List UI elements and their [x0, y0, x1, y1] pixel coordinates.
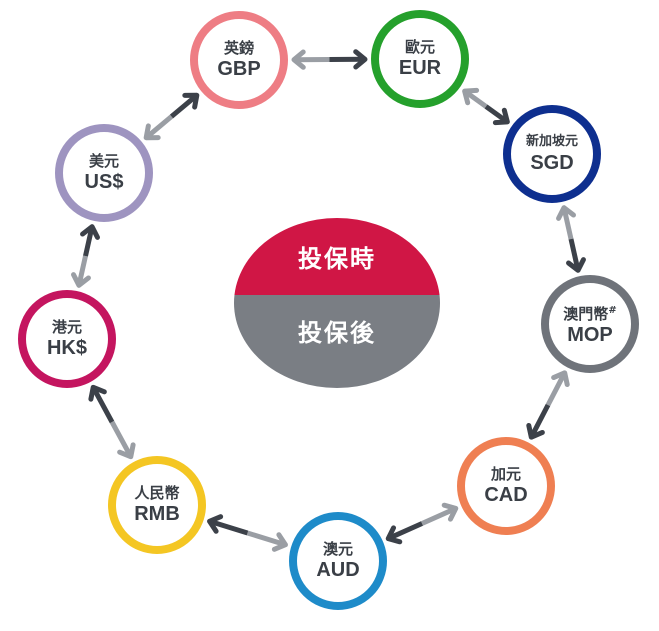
currency-code-label: SGD	[530, 152, 574, 174]
arrowhead	[551, 370, 570, 388]
currency-zh-label: 英鎊	[223, 39, 254, 57]
currency-zh-label: 人民幣	[134, 484, 180, 502]
arrowhead	[182, 92, 200, 110]
arrowhead	[117, 442, 136, 460]
arrowhead	[88, 384, 107, 402]
arrowhead	[462, 87, 480, 106]
currency-node-gbp: 英鎊 GBP	[190, 11, 288, 109]
currency-zh-text: 澳門幣	[563, 304, 609, 323]
arrow-shaft	[420, 506, 457, 526]
arrowhead	[207, 514, 224, 534]
arrow-shaft	[387, 521, 424, 541]
center-top-half: 投保時	[234, 218, 440, 295]
currency-node-rmb: 人民幣 RMB	[108, 456, 206, 554]
currency-zh-label: 歐元	[404, 38, 435, 56]
currency-zh-label: 新加坡元	[525, 134, 578, 149]
arrowhead	[80, 224, 100, 240]
currency-zh-label: 港元	[51, 318, 82, 336]
currency-node-eur: 歐元 EUR	[371, 10, 469, 108]
arrowhead	[441, 502, 459, 522]
arrow-shaft	[529, 403, 551, 439]
arrowhead	[353, 49, 368, 70]
arrow-shaft	[109, 420, 133, 458]
currency-node-mop: 澳門幣# MOP	[541, 275, 639, 373]
currency-code-label: MOP	[567, 323, 613, 346]
arrow-shaft	[144, 114, 174, 140]
arrowhead	[71, 272, 91, 288]
arrow-shaft	[561, 207, 574, 240]
center-circle: 投保時 投保後	[234, 218, 440, 388]
currency-code-label: EUR	[398, 57, 442, 79]
footnote-mark: #	[608, 304, 617, 316]
currency-node-aud: 澳元 AUD	[289, 512, 387, 610]
currency-zh-label: 美元	[88, 152, 119, 170]
arrow-shaft	[169, 93, 199, 119]
currency-node-sgd: 新加坡元 SGD	[503, 105, 601, 203]
currency-code-label: AUD	[316, 559, 360, 581]
arrow-shaft	[463, 89, 488, 109]
arrow-shaft	[246, 530, 287, 548]
arrowhead	[526, 422, 545, 440]
currency-code-label: RMB	[134, 503, 180, 525]
currency-zh-label: 澳門幣#	[563, 302, 616, 323]
currency-node-hkd: 港元 HK$	[18, 290, 116, 388]
currency-code-label: US$	[84, 171, 124, 193]
arrowhead	[556, 205, 576, 221]
arrow-shaft	[83, 226, 95, 257]
center-bottom-label: 投保後	[298, 319, 376, 347]
arrow-shaft	[208, 518, 249, 536]
currency-node-cad: 加元 CAD	[457, 437, 555, 535]
currency-zh-label: 澳元	[322, 540, 353, 558]
arrow-shaft	[76, 255, 88, 286]
arrow-shaft	[484, 104, 509, 124]
currency-code-label: CAD	[484, 484, 528, 506]
arrow-shaft	[568, 238, 581, 271]
center-bottom-half: 投保後	[234, 295, 440, 388]
currency-node-usd: 美元 US$	[55, 124, 153, 222]
arrow-shaft	[91, 386, 115, 424]
currency-code-label: GBP	[217, 58, 261, 80]
arrowhead	[271, 532, 288, 552]
currency-code-label: HK$	[46, 337, 87, 359]
arrowhead	[143, 123, 161, 141]
arrow-shaft	[545, 371, 567, 407]
arrowhead	[566, 257, 586, 273]
arrowhead	[492, 107, 510, 126]
arrowhead	[385, 525, 403, 545]
center-top-label: 投保時	[298, 245, 376, 273]
currency-zh-label: 加元	[490, 465, 521, 483]
arrowhead	[291, 49, 306, 70]
